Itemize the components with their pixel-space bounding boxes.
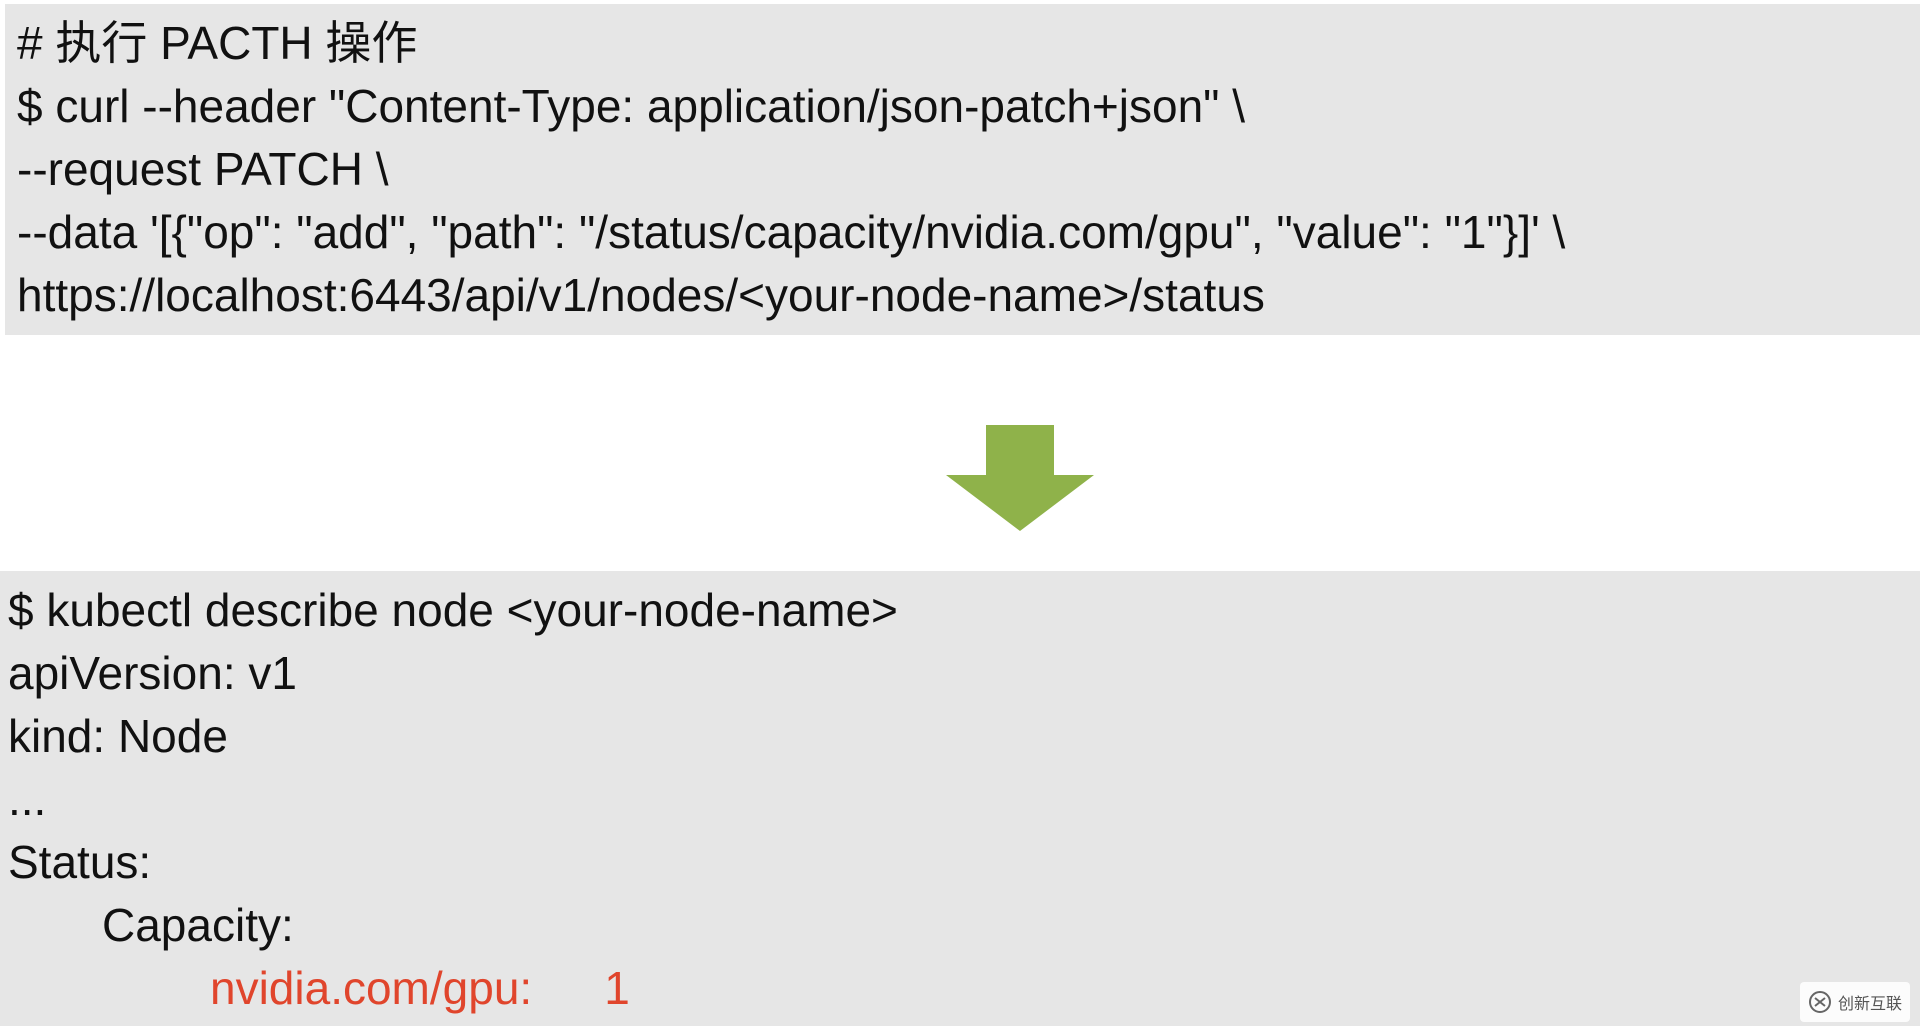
status-line: Status: <box>8 836 152 888</box>
kind-line: kind: Node <box>8 710 228 762</box>
ellipsis-line: ... <box>8 773 47 825</box>
api-version-line: apiVersion: v1 <box>8 647 297 699</box>
down-arrow-icon <box>946 425 1094 531</box>
capacity-line: Capacity: <box>102 899 294 951</box>
comment-line: # 执行 PACTH 操作 <box>17 17 418 69</box>
watermark-text: 创新互联 <box>1837 996 1902 1013</box>
curl-request-line: --request PATCH \ <box>17 143 389 195</box>
describe-output-block: $ kubectl describe node <your-node-name>… <box>0 571 1920 1026</box>
gpu-capacity-line: nvidia.com/gpu: 1 <box>8 957 1920 1020</box>
curl-header-line: $ curl --header "Content-Type: applicati… <box>17 80 1246 132</box>
gpu-capacity-value: 1 <box>604 962 630 1014</box>
watermark-logo-icon <box>1808 991 1831 1013</box>
watermark: 创新互联 <box>1799 982 1910 1022</box>
curl-url-line: https://localhost:6443/api/v1/nodes/<you… <box>17 269 1265 321</box>
curl-data-line: --data '[{"op": "add", "path": "/status/… <box>17 206 1566 258</box>
kubectl-command-line: $ kubectl describe node <your-node-name> <box>8 584 898 636</box>
patch-command-block: # 执行 PACTH 操作 $ curl --header "Content-T… <box>5 4 1920 335</box>
gpu-capacity-key: nvidia.com/gpu: <box>210 962 533 1014</box>
